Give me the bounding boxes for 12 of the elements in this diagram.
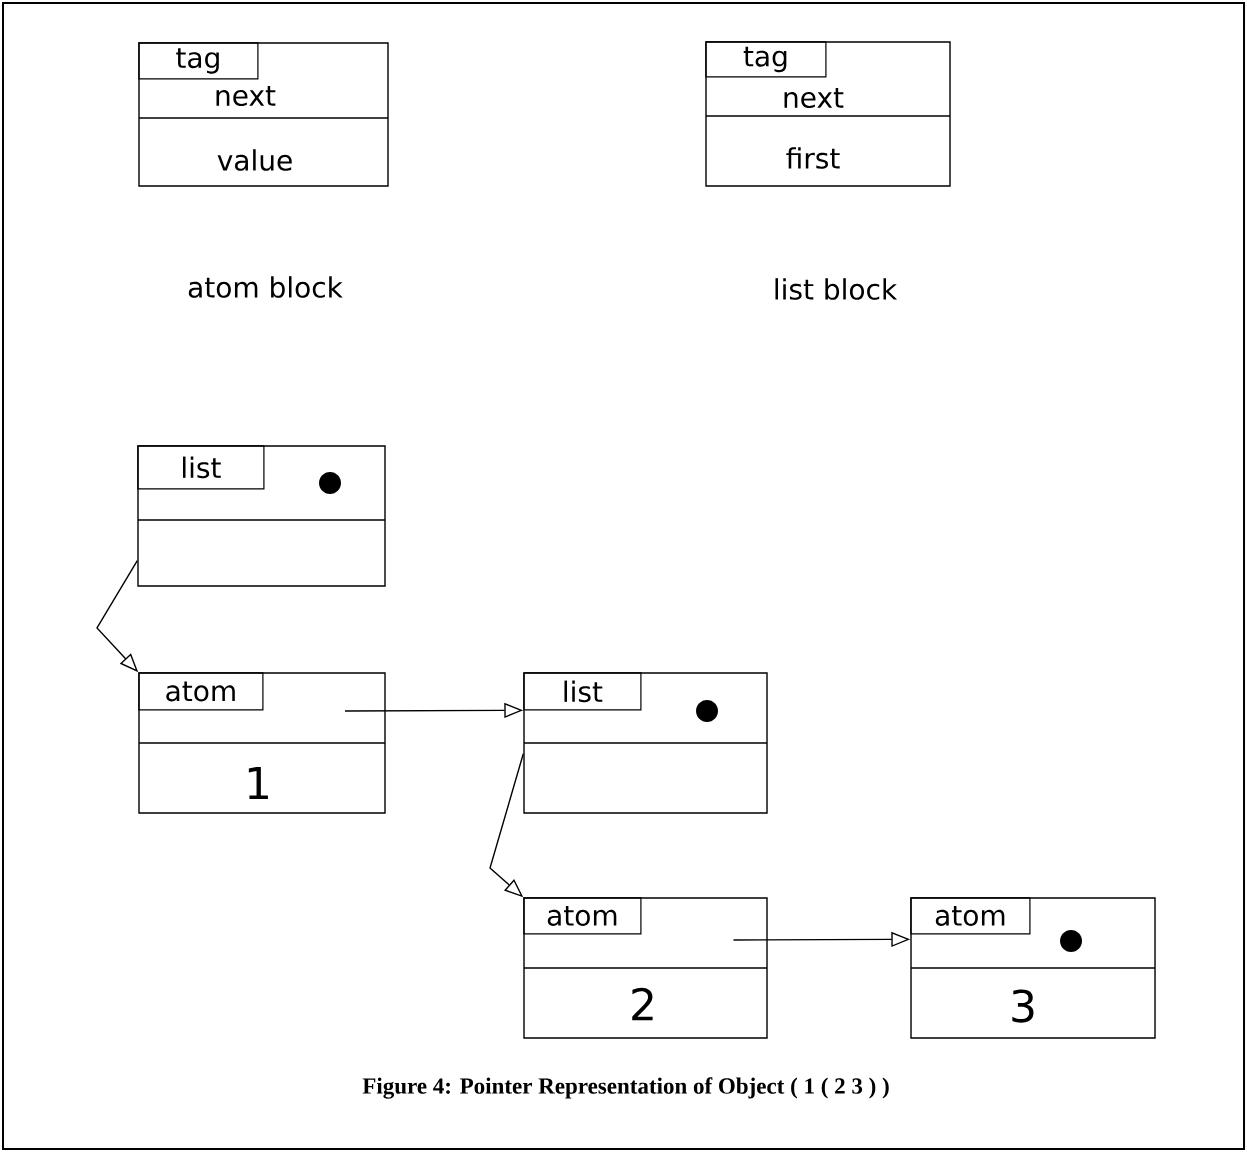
tag-field: tag	[138, 42, 259, 80]
tag-field: list	[523, 672, 642, 711]
memory-block	[523, 672, 768, 814]
tag-field: atom	[138, 672, 264, 711]
caption: Figure 4: Pointer Representation of Object ( 1 ( 2 3 ) )	[362, 1077, 889, 1099]
block-label: list block	[775, 278, 898, 300]
block-label: atom block	[188, 276, 343, 298]
tag-field: list	[137, 445, 265, 490]
memory-block	[137, 445, 386, 587]
tag-field: atom	[910, 897, 1031, 935]
tag-field: tag	[705, 41, 827, 78]
tag-field: atom	[523, 897, 642, 935]
